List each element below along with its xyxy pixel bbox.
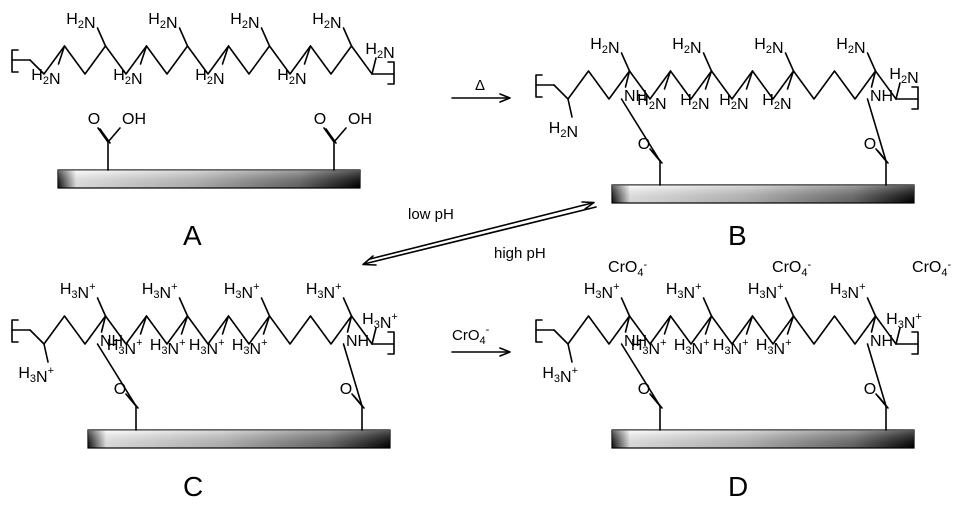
upper-amine-group: H2N — [312, 11, 341, 32]
amide-nh-group: NH — [346, 333, 369, 350]
upper-amine-group: H3N+ — [60, 281, 96, 302]
amide-nh-group: NH — [624, 88, 647, 105]
upper-amine-group: H3N+ — [306, 281, 342, 302]
panel-label-d: D — [728, 471, 748, 502]
upper-amine-group: H3N+ — [362, 311, 398, 332]
upper-amine-group: H2N — [590, 36, 619, 57]
upper-amine-group: H3N+ — [666, 281, 702, 302]
structure-A: H2N H2N H2N H2N H2N H2N H2N H2N H2N O OH O OH — [11, 11, 395, 189]
lower-amine-group: H3N+ — [150, 337, 186, 358]
lower-amine-group: H2N — [680, 92, 709, 113]
hydroxyl-group: OH — [122, 111, 146, 128]
equilibrium-arrows: low pH high pH — [362, 201, 597, 266]
lower-amine-group: H2N — [637, 92, 666, 113]
amide-nh-group: NH — [624, 333, 647, 350]
upper-amine-group: H2N — [672, 36, 701, 57]
upper-amine-group: H3N+ — [584, 281, 620, 302]
lower-amine-group: H3N+ — [631, 337, 667, 358]
lower-amine-group: H3N+ — [674, 337, 710, 358]
lower-amine-group: H2N — [195, 67, 224, 88]
amide-nh-group: NH — [870, 88, 893, 105]
lower-amine-group: H2N — [719, 92, 748, 113]
panel-label-a: A — [183, 220, 202, 251]
chromate-anion: CrO4- — [608, 259, 647, 279]
structure-D: H3N+H3N+H3N+H3N+H3N+H3N+H3N+NHONHOH3N+H3… — [535, 259, 951, 449]
lower-amine-group: H2N — [277, 67, 306, 88]
lower-amine-group: H2N — [31, 67, 60, 88]
lower-amine-group: H3N+ — [189, 337, 225, 358]
carbonyl-oxygen: O — [638, 136, 650, 153]
lower-amine-group: H2N — [762, 92, 791, 113]
panel-label-c: C — [183, 471, 203, 502]
amide-nh-group: NH — [100, 333, 123, 350]
chromate-anion: CrO4- — [912, 259, 951, 279]
structure-C: H3N+H3N+H3N+H3N+H3N+H3N+H3N+NHONHOH3N+H3… — [11, 281, 398, 449]
carbonyl-oxygen: O — [340, 381, 352, 398]
low-ph-label: low pH — [408, 206, 454, 223]
upper-amine-group: H2N — [148, 11, 177, 32]
upper-amine-group: H3N+ — [224, 281, 260, 302]
upper-amine-group: H3N+ — [142, 281, 178, 302]
carbonyl-oxygen: O — [88, 111, 100, 128]
hydroxyl-group: OH — [348, 111, 372, 128]
lower-amine-group: H3N+ — [232, 337, 268, 358]
lower-amine-group: H3N+ — [542, 365, 578, 386]
heat-arrow: Δ — [451, 77, 511, 103]
upper-amine-group: H2N — [754, 36, 783, 57]
chromate-arrow: CrO4- — [451, 324, 511, 357]
upper-amine-group: H2N — [66, 11, 95, 32]
lower-amine-group: H2N — [113, 67, 142, 88]
carbonyl-oxygen: O — [864, 136, 876, 153]
lower-amine-group: H3N+ — [756, 337, 792, 358]
chromate-anion: CrO4- — [772, 259, 811, 279]
carbonyl-oxygen: O — [864, 381, 876, 398]
carbonyl-oxygen: O — [638, 381, 650, 398]
upper-amine-group: H3N+ — [748, 281, 784, 302]
upper-amine-group: H2N — [836, 36, 865, 57]
carbonyl-oxygen: O — [114, 381, 126, 398]
upper-amine-group: H3N+ — [886, 311, 922, 332]
upper-amine-group: H3N+ — [830, 281, 866, 302]
upper-amine-group: H2N — [230, 11, 259, 32]
lower-amine-group: H2N — [549, 120, 578, 141]
lower-amine-group: H3N+ — [713, 337, 749, 358]
heat-arrow-label: Δ — [475, 77, 485, 94]
high-ph-label: high pH — [494, 245, 546, 262]
amide-nh-group: NH — [870, 333, 893, 350]
lower-amine-group: H3N+ — [107, 337, 143, 358]
upper-amine-group: H2N — [889, 66, 918, 87]
lower-amine-group: H3N+ — [18, 365, 54, 386]
carbonyl-oxygen: O — [314, 111, 326, 128]
upper-amine-group: H2N — [365, 41, 394, 62]
chromate-arrow-label: CrO4- — [452, 324, 490, 347]
panel-label-b: B — [728, 220, 747, 251]
